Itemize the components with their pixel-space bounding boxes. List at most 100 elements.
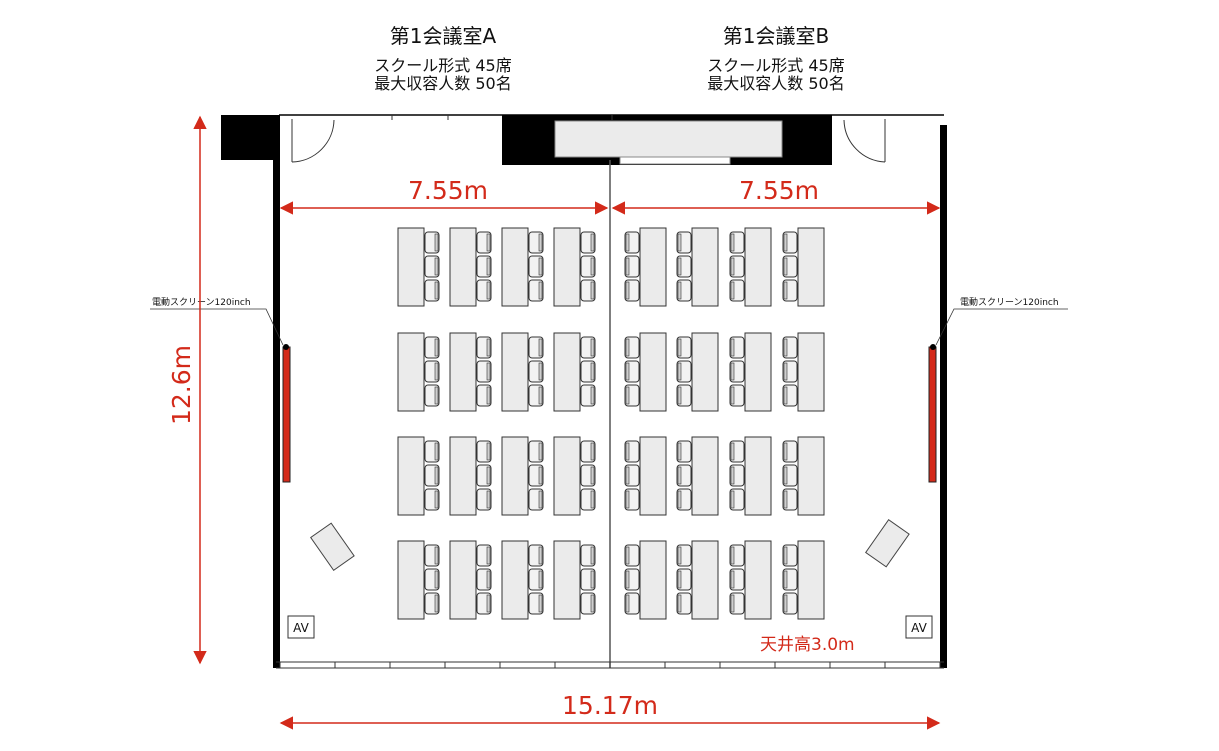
- chair: [729, 464, 745, 487]
- desk: [797, 227, 825, 307]
- desk-unit: [553, 227, 596, 307]
- chair: [624, 279, 640, 302]
- wall-left: [273, 115, 280, 668]
- chair: [624, 440, 640, 463]
- desk: [744, 436, 772, 516]
- dim-room-b-width: 7.55m: [739, 176, 819, 205]
- dim-room-a-width: 7.55m: [408, 176, 488, 205]
- school-layout-desks: [397, 227, 825, 620]
- chair: [424, 336, 440, 359]
- chair: [580, 488, 596, 511]
- desk-unit: [624, 540, 667, 620]
- chair: [528, 279, 544, 302]
- desk-unit: [449, 540, 492, 620]
- chair: [580, 440, 596, 463]
- room-b-layout: スクール形式 45席: [707, 56, 845, 75]
- desk: [744, 227, 772, 307]
- chair: [424, 544, 440, 567]
- chair: [624, 255, 640, 278]
- desk-unit: [449, 332, 492, 412]
- chair: [676, 279, 692, 302]
- desk-unit: [553, 332, 596, 412]
- screen-left: [282, 344, 291, 483]
- chair: [476, 488, 492, 511]
- chair: [580, 544, 596, 567]
- desk-unit: [553, 436, 596, 516]
- desk: [449, 436, 477, 516]
- room-b-capacity: 最大収容人数 50名: [707, 74, 845, 93]
- chair: [729, 544, 745, 567]
- desk-unit: [676, 227, 719, 307]
- desk: [397, 540, 425, 620]
- desk-unit: [449, 227, 492, 307]
- desk-unit: [397, 227, 440, 307]
- chair: [676, 592, 692, 615]
- chair: [528, 544, 544, 567]
- chair: [782, 544, 798, 567]
- room-a-name: 第1会議室A: [389, 24, 497, 48]
- room-b-header: 第1会議室B スクール形式 45席 最大収容人数 50名: [626, 23, 926, 93]
- chair: [676, 384, 692, 407]
- chair: [729, 592, 745, 615]
- desk: [691, 332, 719, 412]
- desk: [639, 332, 667, 412]
- desk: [639, 227, 667, 307]
- lectern-right: [865, 519, 910, 568]
- chair: [476, 360, 492, 383]
- chair: [476, 592, 492, 615]
- chair: [528, 488, 544, 511]
- chair: [580, 568, 596, 591]
- room-b-name: 第1会議室B: [722, 24, 830, 48]
- desk-unit: [397, 332, 440, 412]
- desk-unit: [729, 227, 772, 307]
- av-label-right: AV: [911, 621, 927, 635]
- av-box-right: AV: [905, 615, 933, 639]
- chair: [676, 568, 692, 591]
- chair: [729, 440, 745, 463]
- desk: [744, 540, 772, 620]
- chair: [528, 336, 544, 359]
- chair: [528, 568, 544, 591]
- desk-unit: [782, 540, 825, 620]
- desk: [553, 540, 581, 620]
- chair: [624, 336, 640, 359]
- chair: [424, 255, 440, 278]
- screen-leader-left: [150, 308, 284, 346]
- lectern-left: [310, 522, 355, 571]
- desk: [397, 227, 425, 307]
- chair: [476, 384, 492, 407]
- chair: [476, 255, 492, 278]
- bottom-wall-mullions: [279, 115, 941, 668]
- chair: [624, 231, 640, 254]
- desk: [397, 436, 425, 516]
- desk: [691, 227, 719, 307]
- chair: [782, 360, 798, 383]
- chair: [624, 360, 640, 383]
- chair: [782, 464, 798, 487]
- chair: [528, 255, 544, 278]
- desk-unit: [729, 540, 772, 620]
- desk: [797, 540, 825, 620]
- chair: [782, 488, 798, 511]
- chair: [580, 464, 596, 487]
- chair: [729, 336, 745, 359]
- chair: [424, 440, 440, 463]
- av-label-left: AV: [293, 621, 309, 635]
- screen-label-left: 電動スクリーン120inch: [152, 297, 251, 308]
- av-box-left: AV: [287, 615, 315, 639]
- desk-unit: [449, 436, 492, 516]
- chair: [580, 231, 596, 254]
- desk: [501, 227, 529, 307]
- chair: [580, 255, 596, 278]
- chair: [424, 231, 440, 254]
- chair: [580, 279, 596, 302]
- chair: [676, 255, 692, 278]
- screen-leader-right: [935, 308, 1068, 346]
- chair: [624, 592, 640, 615]
- desk-unit: [501, 540, 544, 620]
- desk: [501, 540, 529, 620]
- screen-label-right: 電動スクリーン120inch: [960, 297, 1059, 308]
- desk-unit: [501, 227, 544, 307]
- chair: [476, 231, 492, 254]
